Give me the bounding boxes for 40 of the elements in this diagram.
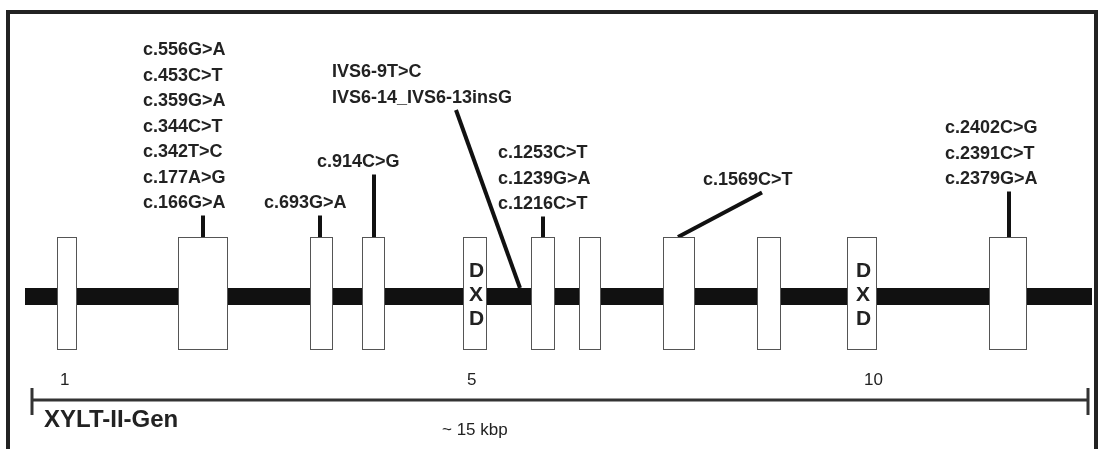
exon-number: 5 xyxy=(467,370,477,390)
mutation-label: IVS6-14_IVS6-13insG xyxy=(332,85,514,109)
exon-box xyxy=(757,237,781,350)
exon-box xyxy=(310,237,333,350)
leader-line xyxy=(372,174,376,237)
mutation-label: c.1569C>T xyxy=(703,168,794,191)
exon-box xyxy=(531,237,555,350)
exon-box xyxy=(663,237,695,350)
length-label: ~ 15 kbp xyxy=(442,420,508,440)
exon-box xyxy=(362,237,385,350)
leader-line xyxy=(318,215,322,237)
exon-box xyxy=(463,237,487,350)
mutation-label: c.2402C>G xyxy=(945,116,1039,139)
leader-line xyxy=(541,216,545,237)
exon-number: 1 xyxy=(60,370,70,390)
mutation-label: c.2391C>T xyxy=(945,141,1036,165)
gene-name: XYLT-II-Gen xyxy=(44,405,179,433)
mutation-label: c.166G>A xyxy=(143,191,227,214)
mutation-label: c.1216C>T xyxy=(498,192,589,215)
mutation-label: c.693G>A xyxy=(264,191,348,214)
mutation-label: IVS6-9T>C xyxy=(332,60,423,83)
mutation-label: c.556G>A xyxy=(143,38,227,61)
leader-line xyxy=(1007,191,1011,237)
leader-line xyxy=(201,215,205,237)
mutation-label: c.2379G>A xyxy=(945,167,1039,190)
mutation-label: c.1239G>A xyxy=(498,166,592,190)
exon-box xyxy=(989,237,1027,350)
mutation-label: c.914C>G xyxy=(317,150,401,173)
mutation-label: c.453C>T xyxy=(143,63,224,87)
mutation-label: c.342T>C xyxy=(143,140,224,163)
exon-box xyxy=(57,237,77,350)
exon-box xyxy=(178,237,228,350)
leader-line xyxy=(677,190,763,239)
exon-box xyxy=(579,237,601,350)
mutation-label: c.1253C>T xyxy=(498,141,589,164)
exon-number: 10 xyxy=(864,370,883,390)
mutation-label: c.177A>G xyxy=(143,165,227,189)
mutation-label: c.359G>A xyxy=(143,89,227,112)
mutation-label: c.344C>T xyxy=(143,114,224,138)
exon-box xyxy=(847,237,877,350)
